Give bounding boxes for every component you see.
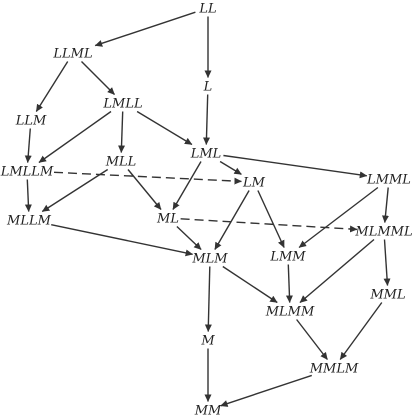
node-mml: MML xyxy=(369,288,405,303)
node-m: M xyxy=(200,334,215,349)
node-mmlm: MMLM xyxy=(309,362,359,377)
node-lmll: LMLL xyxy=(102,97,142,112)
edge-llml-to-lmll xyxy=(81,61,115,95)
edge-lm-to-lmm xyxy=(257,190,285,248)
edge-mlmm-to-mmlm xyxy=(296,319,328,360)
node-mlm: MLM xyxy=(191,252,228,267)
edge-mlm-to-mlmm xyxy=(222,265,278,304)
edge-lmml-to-lmm xyxy=(298,186,379,249)
edge-lml-to-lm xyxy=(219,160,242,175)
edge-lmllm-to-mllm xyxy=(24,179,32,212)
node-lmllm: LMLLM xyxy=(0,165,54,180)
node-llm: LLM xyxy=(15,114,47,129)
node-ll: LL xyxy=(198,2,216,17)
edge-mll-to-mllm xyxy=(41,168,109,213)
edge-mlmml-to-mlmm xyxy=(299,238,375,304)
edge-lmll-to-lmllm xyxy=(38,110,112,164)
edge-ml-to-mlm xyxy=(176,225,202,251)
edge-llml-to-llm xyxy=(35,61,69,112)
edge-lml-to-ml xyxy=(172,161,202,210)
node-lml: LML xyxy=(190,147,222,162)
node-mllm: MLLM xyxy=(6,214,52,229)
node-ml: ML xyxy=(156,212,179,227)
edge-mmlm-to-mm xyxy=(220,374,313,407)
node-mlmml: MLMML xyxy=(354,225,412,240)
edge-lml-to-lmml xyxy=(223,154,368,179)
edge-llm-to-lmllm xyxy=(24,128,32,163)
edge-lmll-to-mll xyxy=(118,111,126,153)
node-lmm: LMM xyxy=(269,250,306,265)
edge-mlmml-to-mml xyxy=(383,239,391,286)
node-mlmm: MLMM xyxy=(265,305,315,320)
node-l: L xyxy=(203,80,213,95)
edge-mlm-to-m xyxy=(204,266,212,332)
edge-mllm-to-mlm xyxy=(51,224,194,257)
edge-lmllm-to-lm xyxy=(53,171,242,185)
edge-lmm-to-mlmm xyxy=(285,264,293,303)
edge-l-to-lml xyxy=(202,94,210,145)
node-lmml: LMML xyxy=(366,173,411,188)
node-lm: LM xyxy=(242,176,266,191)
node-mll: MLL xyxy=(105,155,137,170)
node-mm: MM xyxy=(194,404,222,418)
node-llml: LLML xyxy=(52,47,92,62)
edge-ll-to-llml xyxy=(94,11,196,47)
edge-mll-to-ml xyxy=(127,169,162,210)
edge-lm-to-mlm xyxy=(214,190,250,250)
edge-ml-to-mlmml xyxy=(180,218,358,233)
edge-lmll-to-lml xyxy=(136,110,193,146)
edge-lmml-to-mlmml xyxy=(381,187,389,223)
edges-layer xyxy=(24,11,391,407)
edge-mml-to-mmlm xyxy=(339,302,383,360)
